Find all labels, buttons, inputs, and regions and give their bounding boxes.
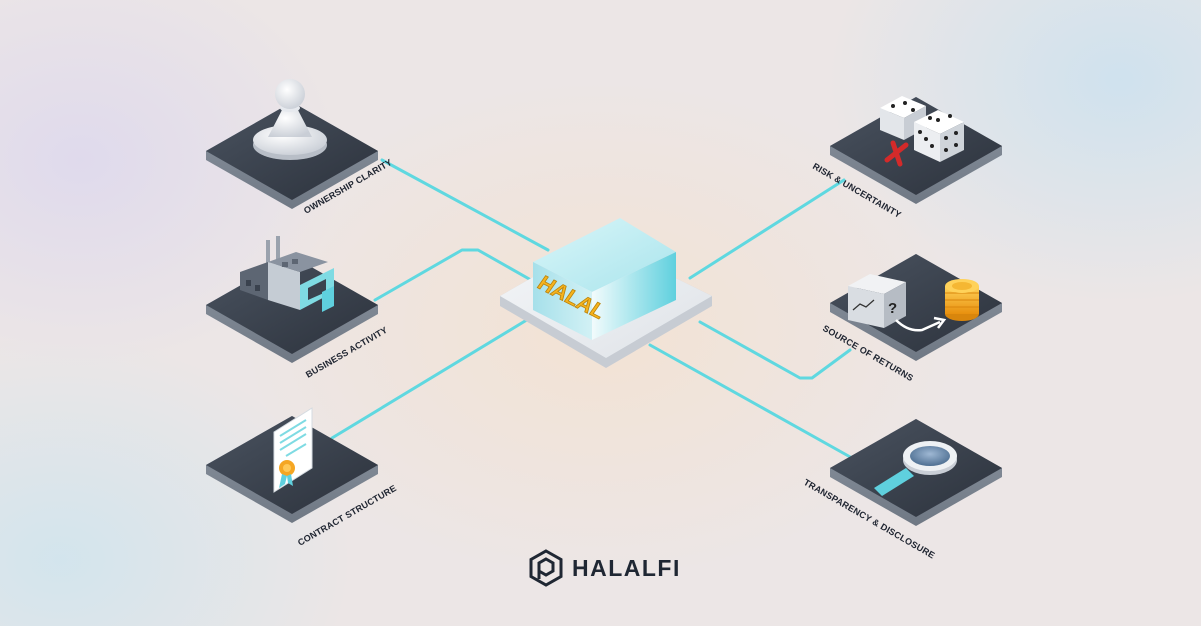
cross-icon [884, 140, 909, 167]
magnifier-icon [874, 441, 957, 496]
connector-transparency [648, 343, 854, 460]
tile-business[interactable]: BUSINESS ACTIVITY [206, 236, 389, 380]
tile-contract[interactable]: CONTRACT STRUCTURE [206, 407, 398, 548]
svg-text:?: ? [888, 300, 897, 317]
certificate-icon [273, 407, 313, 493]
connector-ownership [380, 158, 550, 252]
connectors [330, 158, 854, 460]
pawn-icon [253, 79, 327, 160]
arrow-icon [895, 319, 941, 332]
hexagon-logo-icon [529, 549, 563, 587]
center-halal-block[interactable]: HALAL [500, 218, 712, 368]
connector-business [373, 248, 540, 302]
tile-returns[interactable]: ? SOURCE OF RETURNS [821, 254, 1002, 383]
factory-icon [240, 236, 334, 312]
tile-ownership[interactable]: OWNERSHIP CLARITY [206, 79, 394, 216]
box-icon: ? [848, 274, 906, 328]
coins-icon [945, 279, 979, 321]
brand-name: HALALFI [572, 554, 681, 581]
tile-transparency[interactable]: TRANSPARENCY & DISCLOSURE [802, 419, 1002, 561]
connector-contract [330, 316, 532, 440]
arrow-head-icon [933, 316, 947, 329]
connector-risk [688, 178, 846, 280]
connector-returns [698, 320, 852, 380]
tile-risk[interactable]: RISK & UNCERTAINTY [811, 96, 1002, 220]
brand-logo[interactable]: HALALFI [528, 548, 681, 588]
dice-icon [880, 96, 964, 162]
